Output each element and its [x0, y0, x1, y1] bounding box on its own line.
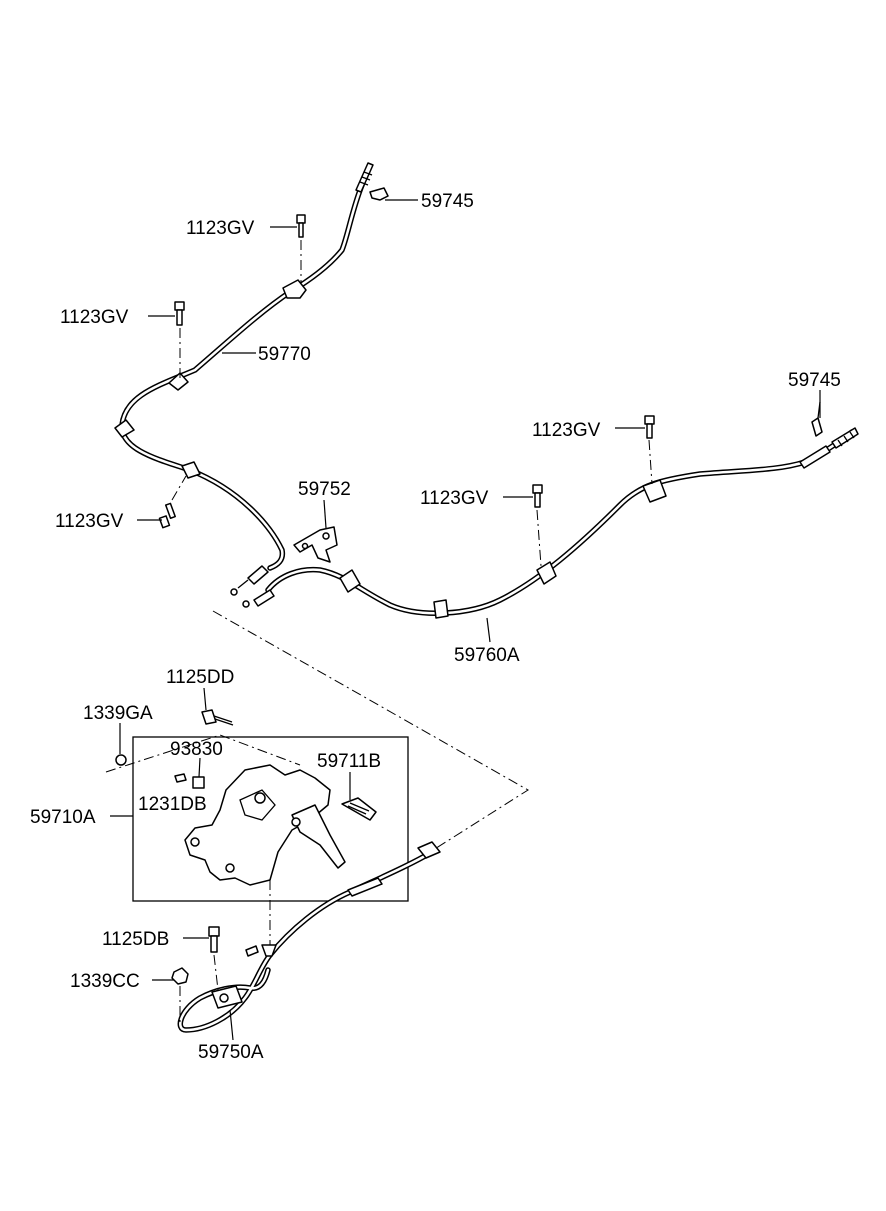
leader-lines [110, 199, 821, 1041]
label-1123gv-a: 1123GV [186, 218, 255, 239]
label-59711b: 59711B [317, 751, 381, 772]
bolt-1123gv-a-icon [296, 214, 306, 282]
cable-59750a [171, 841, 441, 1033]
label-1125db: 1125DB [102, 929, 169, 950]
bolt-1123gv-e-icon [644, 415, 655, 485]
label-1123gv-b: 1123GV [60, 307, 129, 328]
label-93830: 93830 [170, 739, 223, 760]
label-1123gv-c: 1123GV [532, 420, 601, 441]
label-1231db: 1231DB [138, 794, 207, 815]
cable-59760a [242, 427, 859, 619]
label-1123gv-d: 1123GV [420, 488, 489, 509]
label-59770: 59770 [258, 344, 311, 365]
bolt-1123gv-c-icon [158, 475, 187, 529]
label-59710a: 59710A [30, 807, 96, 828]
bolt-1123gv-d-icon [532, 484, 543, 567]
connection-lines [105, 610, 529, 955]
parking-brake-pedal-assembly [115, 709, 409, 902]
bolt-1123gv-b-icon [174, 301, 185, 378]
label-59752: 59752 [298, 479, 351, 500]
cable-59770 [114, 162, 374, 596]
label-59745-right: 59745 [788, 370, 841, 391]
label-59750a: 59750A [198, 1042, 264, 1063]
part-labels: 59745 1123GV 1123GV 59770 59745 1123GV 5… [30, 191, 841, 1063]
label-1123gv-e: 1123GV [55, 511, 124, 532]
label-1339cc: 1339CC [70, 971, 140, 992]
label-1339ga: 1339GA [83, 703, 153, 724]
label-59760a: 59760A [454, 645, 520, 666]
bracket-59752-icon [293, 526, 338, 563]
label-59745-top: 59745 [421, 191, 474, 212]
clip-59745-top-icon [369, 187, 389, 201]
label-1125dd: 1125DD [166, 667, 234, 688]
